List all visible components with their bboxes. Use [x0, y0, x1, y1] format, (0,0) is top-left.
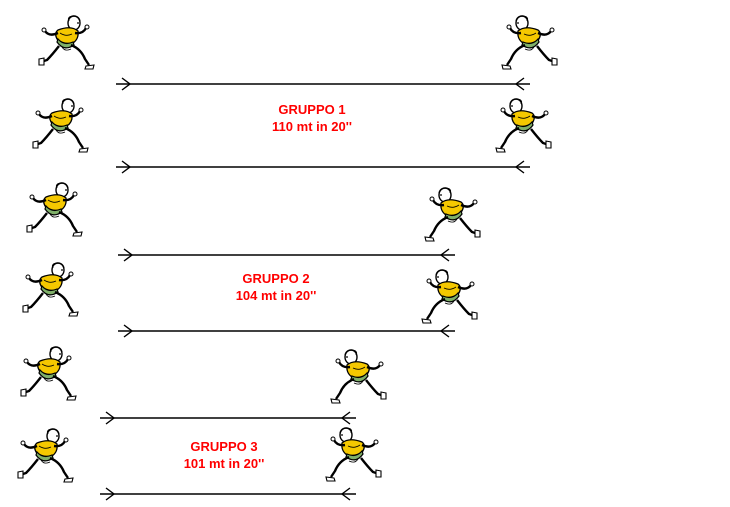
runner-icon	[496, 99, 551, 152]
group-1-distance: 110 mt in 20''	[272, 119, 352, 134]
runner-icon	[25, 181, 84, 238]
arrow-right-icon	[121, 77, 132, 91]
runner-icon	[326, 428, 381, 481]
runner-icon	[31, 97, 90, 154]
arrow-right-icon	[105, 411, 116, 425]
arrow-right-icon	[123, 248, 134, 262]
runner-icon	[422, 270, 477, 323]
group-1-title: GRUPPO 1	[278, 102, 346, 117]
arrow-left-icon	[514, 160, 525, 174]
group-2-title: GRUPPO 2	[242, 271, 310, 286]
group-3-distance: 101 mt in 20''	[183, 456, 265, 471]
runner-icon	[425, 188, 480, 241]
runner-icon	[502, 16, 557, 69]
group-2-distance: 104 mt in 20''	[235, 288, 317, 303]
group-1-label: GRUPPO 1 110 mt in 20''	[212, 101, 412, 135]
arrow-right-icon	[123, 324, 134, 338]
group-2-label: GRUPPO 2 104 mt in 20''	[176, 270, 376, 304]
arrow-left-icon	[439, 324, 450, 338]
arrow-right-icon	[105, 487, 116, 501]
arrow-right-icon	[121, 160, 132, 174]
arrow-left-icon	[340, 411, 351, 425]
runner-icon	[21, 261, 80, 318]
runner-icon	[16, 427, 75, 484]
arrow-left-icon	[340, 487, 351, 501]
runner-icon	[37, 14, 96, 71]
group-3-title: GRUPPO 3	[190, 439, 258, 454]
arrow-left-icon	[439, 248, 450, 262]
arrow-left-icon	[514, 77, 525, 91]
runner-icon	[19, 345, 78, 402]
group-3-label: GRUPPO 3 101 mt in 20''	[124, 438, 324, 472]
runner-icon	[331, 350, 386, 403]
